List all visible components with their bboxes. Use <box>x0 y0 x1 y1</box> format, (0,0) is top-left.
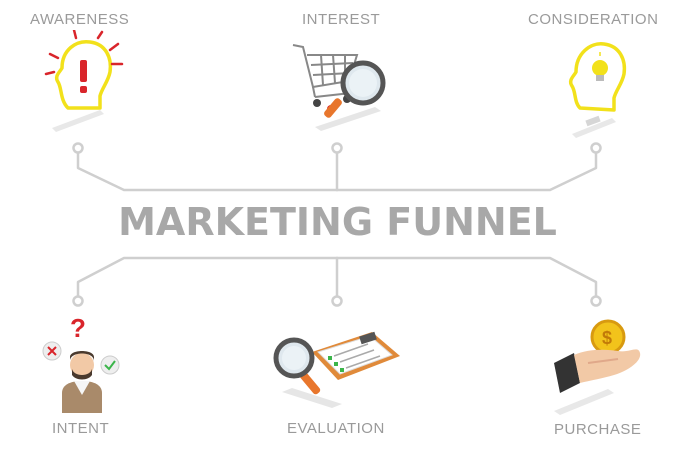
head-exclamation-icon <box>44 30 124 132</box>
stage-label-purchase: PURCHASE <box>554 421 642 438</box>
stage-label-interest: INTEREST <box>302 11 381 28</box>
stage-label-intent: INTENT <box>52 420 110 437</box>
connector-purchase <box>335 256 598 300</box>
diagram-title: MARKETING FUNNEL <box>118 200 557 244</box>
person-question-icon: ? <box>42 315 120 413</box>
stage-label-evaluation: EVALUATION <box>287 420 385 437</box>
connector-intent <box>76 256 339 300</box>
svg-text:?: ? <box>70 315 86 343</box>
connector-consideration <box>335 150 598 192</box>
hand-coin-icon: $ <box>554 319 641 415</box>
connector-awareness <box>76 150 339 192</box>
node-awareness <box>72 142 84 154</box>
cart-magnifier-icon <box>292 44 386 131</box>
node-purchase <box>590 295 602 307</box>
node-intent <box>72 295 84 307</box>
clipboard-magnifier-icon <box>273 331 400 408</box>
node-consideration <box>590 142 602 154</box>
stage-label-consideration: CONSIDERATION <box>528 11 659 28</box>
svg-text:$: $ <box>602 328 612 348</box>
head-lightbulb-icon <box>568 42 627 138</box>
node-evaluation <box>331 295 343 307</box>
node-interest <box>331 142 343 154</box>
stage-label-awareness: AWARENESS <box>30 11 130 28</box>
